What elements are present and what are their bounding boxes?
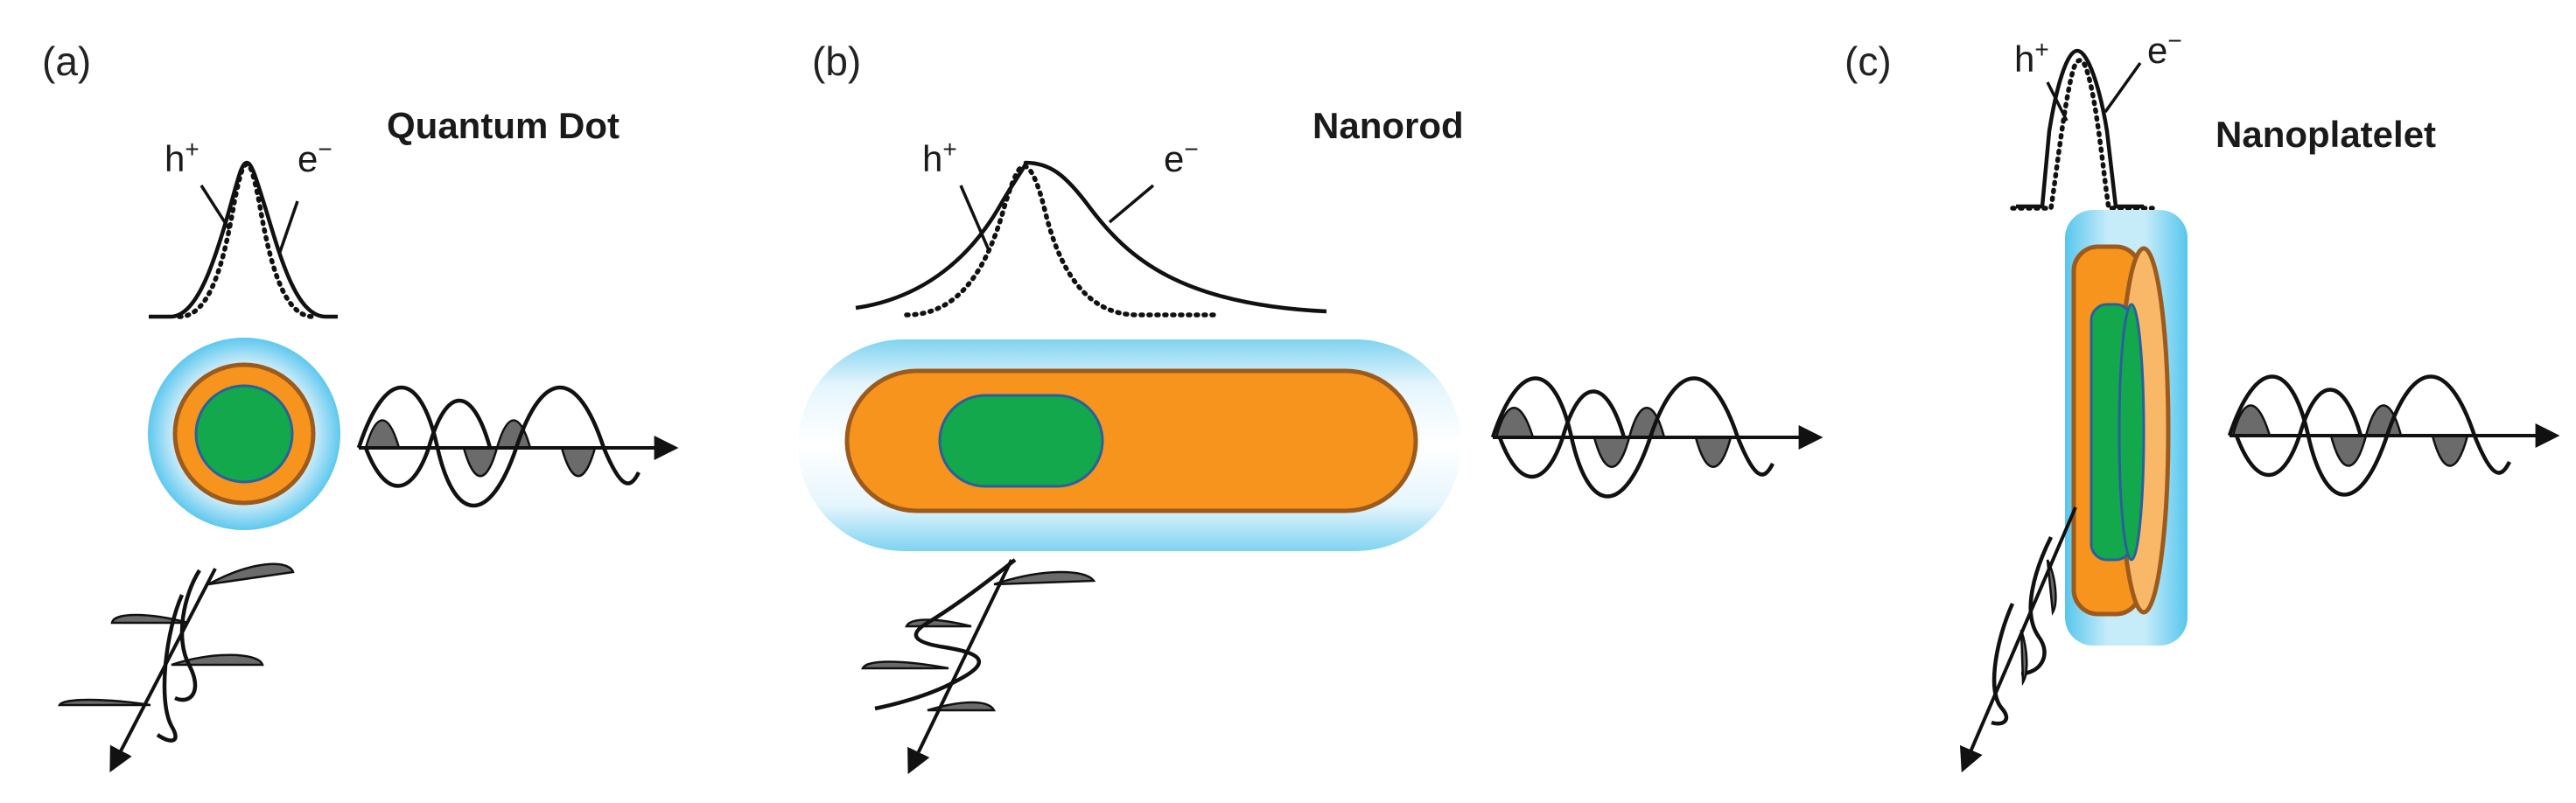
panel-b-hwave-curve [1490,376,1775,499]
panel-c-electron-curve [2016,48,2144,209]
panel-c-hole-label: h+ [2014,36,2049,80]
panel-b-hole-leader [959,185,990,251]
panel-a-owave-lobe [110,613,189,625]
panel-a-hwave-lobe [462,446,499,478]
panel-b-electron-label: e− [1164,136,1199,179]
panel-b-hole-curve [904,164,1221,318]
panel-a-hole-leader [200,185,231,230]
panel-a-owave-axis [109,568,217,772]
panel-a-electron-leader [278,200,299,253]
panel-b-hwave-lobe [1628,407,1666,439]
panel-b-owave-lobe [905,618,972,628]
panel-c-title: Nanoplatelet [2216,114,2436,155]
panel-c-hwave-curve [2234,388,2363,477]
panel-a-oblique-wave [57,562,295,772]
panel-b-owave-lobe [861,660,949,670]
quantum-dot-core [194,384,294,484]
panel-c-owave-axis [1959,506,2077,773]
panel-c-wavefunction-plot: h+ e− [2010,27,2182,211]
panel-a: (a) Quantum Dot h+ e− [42,38,679,772]
panel-b-owave-lobe [993,570,1096,586]
panel-a-label: (a) [42,38,91,84]
panel-a-hole-curve [177,162,316,319]
panel-b-horizontal-wave [1490,376,1824,499]
panel-b: (b) Nanorod h+ e− [798,38,1824,775]
panel-b-hwave-lobe [1494,407,1535,439]
panel-c-horizontal-wave [2227,374,2560,497]
panel-b-hwave-lobe [1694,436,1732,468]
panel-a-owave-curve [156,594,185,743]
panel-c-hole-curve [2010,58,2155,211]
panel-b-hole-label: h+ [922,136,957,179]
panel-c-hwave-lobe [2364,404,2403,437]
panel-a-horizontal-wave [356,385,679,507]
panel-b-title: Nanorod [1312,105,1464,146]
panel-b-hwave-curve [1497,389,1627,478]
panel-c-electron-leader [2104,61,2142,114]
nanorod-particle [798,339,1461,551]
panel-a-hwave-lobe [560,446,597,478]
panel-b-oblique-wave [861,558,1096,775]
panel-c-owave-curve [2020,535,2054,676]
panel-c-hwave-curve [2227,374,2512,497]
panel-c-owave-curve [1991,603,2015,726]
panel-c-hwave-lobe [2231,404,2272,437]
panel-b-electron-leader [1108,184,1155,224]
panel-a-hwave-lobe [364,419,401,450]
panel-c: (c) Nanoplatelet h+ e− [1844,27,2560,773]
panel-b-owave-axis [907,559,1013,775]
panel-b-electron-curve [855,160,1327,314]
panel-a-owave-lobe [207,562,295,586]
panel-a-wavefunction-plot: h+ e− [149,136,338,319]
quantum-dot-particle [148,338,340,530]
panel-b-hwave-lobe [1592,436,1631,468]
panel-a-owave-lobe [57,698,151,707]
panel-a-hole-label: h+ [164,136,200,179]
panel-a-electron-curve [149,160,338,319]
panel-b-wavefunction-plot: h+ e− [855,136,1327,318]
panel-c-owave-lobe [2020,629,2028,687]
panel-a-owave-curve [174,569,201,702]
panel-a-title: Quantum Dot [387,105,620,146]
nanoplatelet-core-face [2118,303,2146,562]
panel-c-hwave-lobe [2329,434,2368,467]
panel-a-electron-label: e− [298,136,332,179]
panel-c-label: (c) [1844,38,1892,84]
panel-b-owave-curve [874,558,1017,711]
nanoplatelet-particle [2065,210,2188,646]
panel-c-hwave-lobe [2431,434,2469,467]
panel-c-hole-leader [2046,81,2068,122]
nanorod-core [938,394,1104,488]
panel-c-oblique-wave [1959,506,2077,773]
panel-a-hwave-curve [363,398,493,488]
nanorod-shell [844,368,1418,513]
panel-c-electron-label: e− [2147,27,2182,71]
panel-a-hwave-curve [356,385,641,507]
panel-b-label: (b) [812,38,861,84]
